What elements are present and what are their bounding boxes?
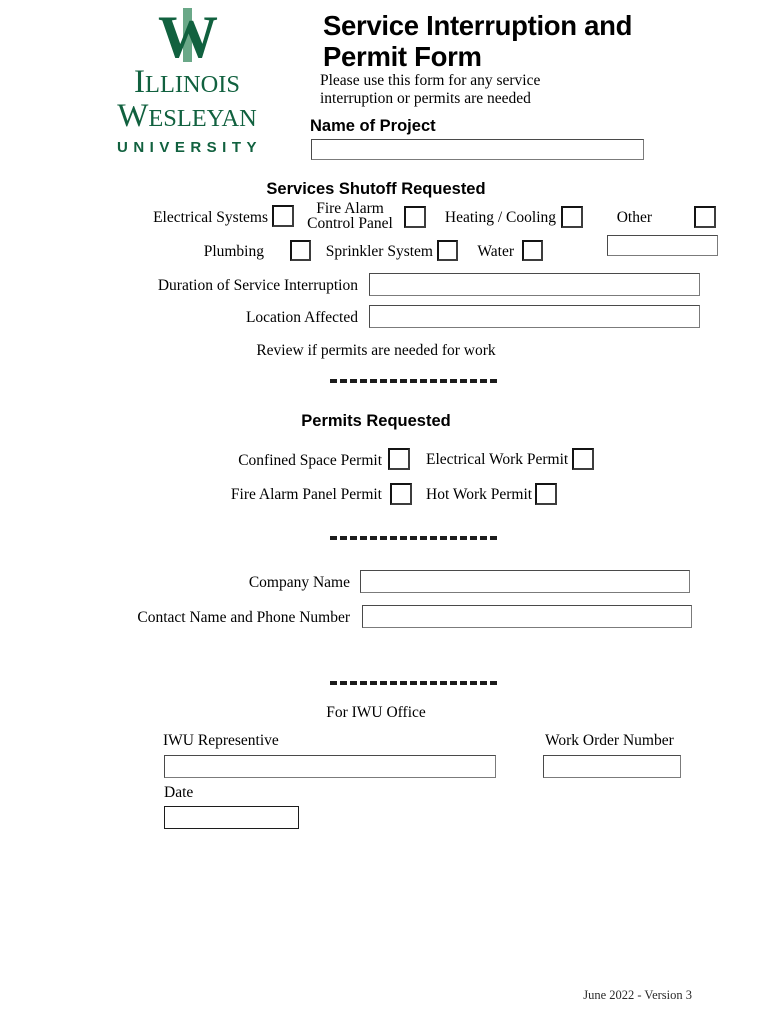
- duration-input[interactable]: [369, 273, 700, 296]
- service-label-fire-alarm-line-2: Control Panel: [307, 214, 393, 232]
- service-checkbox-other[interactable]: [694, 206, 716, 228]
- logo-word-wesleyan: WESLEYAN: [117, 98, 257, 134]
- logo-word-university: UNIVERSITY: [116, 139, 262, 156]
- service-checkbox-heating-cooling[interactable]: [561, 206, 583, 228]
- logo-word-illinois: ILLINOIS: [134, 64, 240, 100]
- name-of-project-label: Name of Project: [310, 117, 436, 135]
- page-title: Service Interruption and Permit Form: [323, 10, 743, 72]
- permits-requested-heading: Permits Requested: [301, 412, 451, 430]
- page-subtitle-line-2: interruption or permits are needed: [320, 89, 531, 107]
- service-label-sprinkler-system: Sprinkler System: [325, 243, 433, 260]
- for-iwu-office-heading: For IWU Office: [326, 704, 426, 721]
- permit-label-confined-space: Confined Space Permit: [238, 452, 382, 469]
- permit-checkbox-electrical-work[interactable]: [572, 448, 594, 470]
- permit-label-electrical-work: Electrical Work Permit: [426, 451, 569, 468]
- footer-version-text: June 2022 - Version 3: [583, 988, 692, 1002]
- contact-name-phone-label: Contact Name and Phone Number: [137, 609, 350, 626]
- location-affected-label: Location Affected: [245, 309, 358, 326]
- page-subtitle-line-1: Please use this form for any service: [320, 72, 541, 89]
- iwu-representative-label: IWU Representive: [163, 732, 279, 749]
- section-divider-1: [330, 379, 500, 383]
- section-divider-3: [330, 681, 500, 685]
- permit-label-fire-alarm-panel: Fire Alarm Panel Permit: [230, 486, 382, 503]
- service-checkbox-electrical-systems[interactable]: [272, 205, 294, 227]
- date-input[interactable]: [164, 806, 299, 829]
- iwu-representative-input[interactable]: [164, 755, 496, 778]
- company-name-input[interactable]: [360, 570, 690, 593]
- service-checkbox-fire-alarm-control-panel[interactable]: [404, 206, 426, 228]
- service-checkbox-water[interactable]: [522, 240, 543, 261]
- section-divider-2: [330, 536, 500, 540]
- service-label-fire-alarm-control-panel: Fire Alarm Control Panel: [300, 200, 400, 232]
- work-order-number-label: Work Order Number: [545, 732, 674, 749]
- service-label-fire-alarm-line-1: Fire Alarm: [316, 200, 384, 217]
- contact-name-phone-input[interactable]: [362, 605, 692, 628]
- iwu-logo: W ILLINOIS WESLEYAN UNIVERSITY: [62, 6, 312, 166]
- work-order-number-input[interactable]: [543, 755, 681, 778]
- service-label-water: Water: [477, 243, 514, 260]
- logo-i-bar: [183, 8, 192, 62]
- service-label-other: Other: [616, 209, 652, 226]
- logo-w-letter: W: [158, 4, 218, 70]
- permit-checkbox-confined-space[interactable]: [388, 448, 410, 470]
- page-title-line-2: Permit Form: [323, 41, 482, 72]
- service-checkbox-plumbing[interactable]: [290, 240, 311, 261]
- page-title-line-1: Service Interruption and: [323, 10, 633, 41]
- service-label-electrical-systems: Electrical Systems: [153, 209, 268, 226]
- services-shutoff-heading: Services Shutoff Requested: [266, 180, 486, 198]
- service-checkbox-sprinkler-system[interactable]: [437, 240, 458, 261]
- company-name-label: Company Name: [248, 574, 350, 591]
- permit-checkbox-fire-alarm-panel[interactable]: [390, 483, 412, 505]
- permit-label-hot-work: Hot Work Permit: [426, 486, 533, 503]
- service-other-input[interactable]: [607, 235, 718, 256]
- service-label-heating-cooling: Heating / Cooling: [444, 209, 556, 226]
- duration-label: Duration of Service Interruption: [157, 277, 358, 294]
- location-affected-input[interactable]: [369, 305, 700, 328]
- page-subtitle: Please use this form for any service int…: [320, 72, 620, 107]
- permit-checkbox-hot-work[interactable]: [535, 483, 557, 505]
- name-of-project-input[interactable]: [311, 139, 644, 160]
- service-label-plumbing: Plumbing: [203, 243, 264, 260]
- iwu-logo-mark-icon: W: [152, 4, 222, 70]
- review-permits-note: Review if permits are needed for work: [256, 342, 496, 359]
- date-label: Date: [164, 784, 194, 801]
